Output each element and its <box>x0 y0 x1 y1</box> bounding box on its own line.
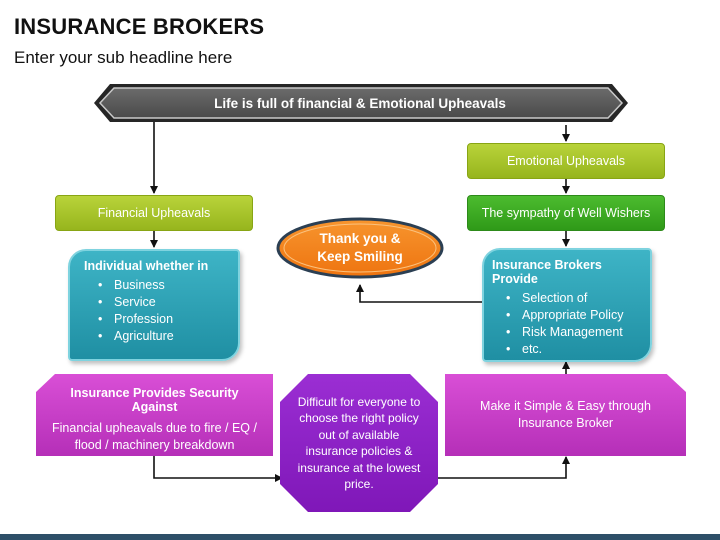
footer-bar <box>0 534 720 540</box>
individual-list: Business Service Profession Agriculture <box>84 277 228 345</box>
list-item: Profession <box>98 311 228 328</box>
simple-box: Make it Simple & Easy through Insurance … <box>445 374 686 456</box>
list-item: Appropriate Policy <box>506 307 640 324</box>
list-item: Agriculture <box>98 328 228 345</box>
thank-you-line1: Thank you & <box>319 231 401 246</box>
thank-you-line2: Keep Smiling <box>317 249 403 264</box>
simple-label: Make it Simple & Easy through Insurance … <box>480 399 651 430</box>
security-heading: Insurance Provides Security Against <box>70 386 239 414</box>
financial-upheavals-box: Financial Upheavals <box>55 195 253 231</box>
sympathy-label: The sympathy of Well Wishers <box>481 206 651 220</box>
financial-upheavals-label: Financial Upheavals <box>97 206 211 220</box>
individual-box: Individual whether in Business Service P… <box>68 249 240 361</box>
security-body: Financial upheavals due to fire / EQ / f… <box>52 421 257 452</box>
security-box: Insurance Provides Security Against Fina… <box>36 374 273 456</box>
thank-you-oval <box>276 217 444 279</box>
list-item: Risk Management <box>506 324 640 341</box>
banner-label: Life is full of financial & Emotional Up… <box>214 95 506 111</box>
brokers-list: Selection of Appropriate Policy Risk Man… <box>492 290 640 358</box>
page-subtitle: Enter your sub headline here <box>14 48 233 67</box>
individual-heading: Individual whether in <box>84 259 209 273</box>
difficult-text: Difficult for everyone to choose the rig… <box>297 394 421 492</box>
thank-you-text: Thank you & Keep Smiling <box>278 220 442 276</box>
list-item: Selection of <box>506 290 640 307</box>
list-item: etc. <box>506 341 640 358</box>
brokers-heading: Insurance Brokers Provide <box>492 258 602 286</box>
sympathy-box: The sympathy of Well Wishers <box>467 195 665 231</box>
list-item: Business <box>98 277 228 294</box>
emotional-upheavals-label: Emotional Upheavals <box>506 154 626 168</box>
page-title: INSURANCE BROKERS <box>14 14 265 39</box>
list-item: Service <box>98 294 228 311</box>
difficult-octagon <box>280 374 438 512</box>
brokers-box: Insurance Brokers Provide Selection of A… <box>482 248 652 362</box>
emotional-upheavals-box: Emotional Upheavals <box>467 143 665 179</box>
